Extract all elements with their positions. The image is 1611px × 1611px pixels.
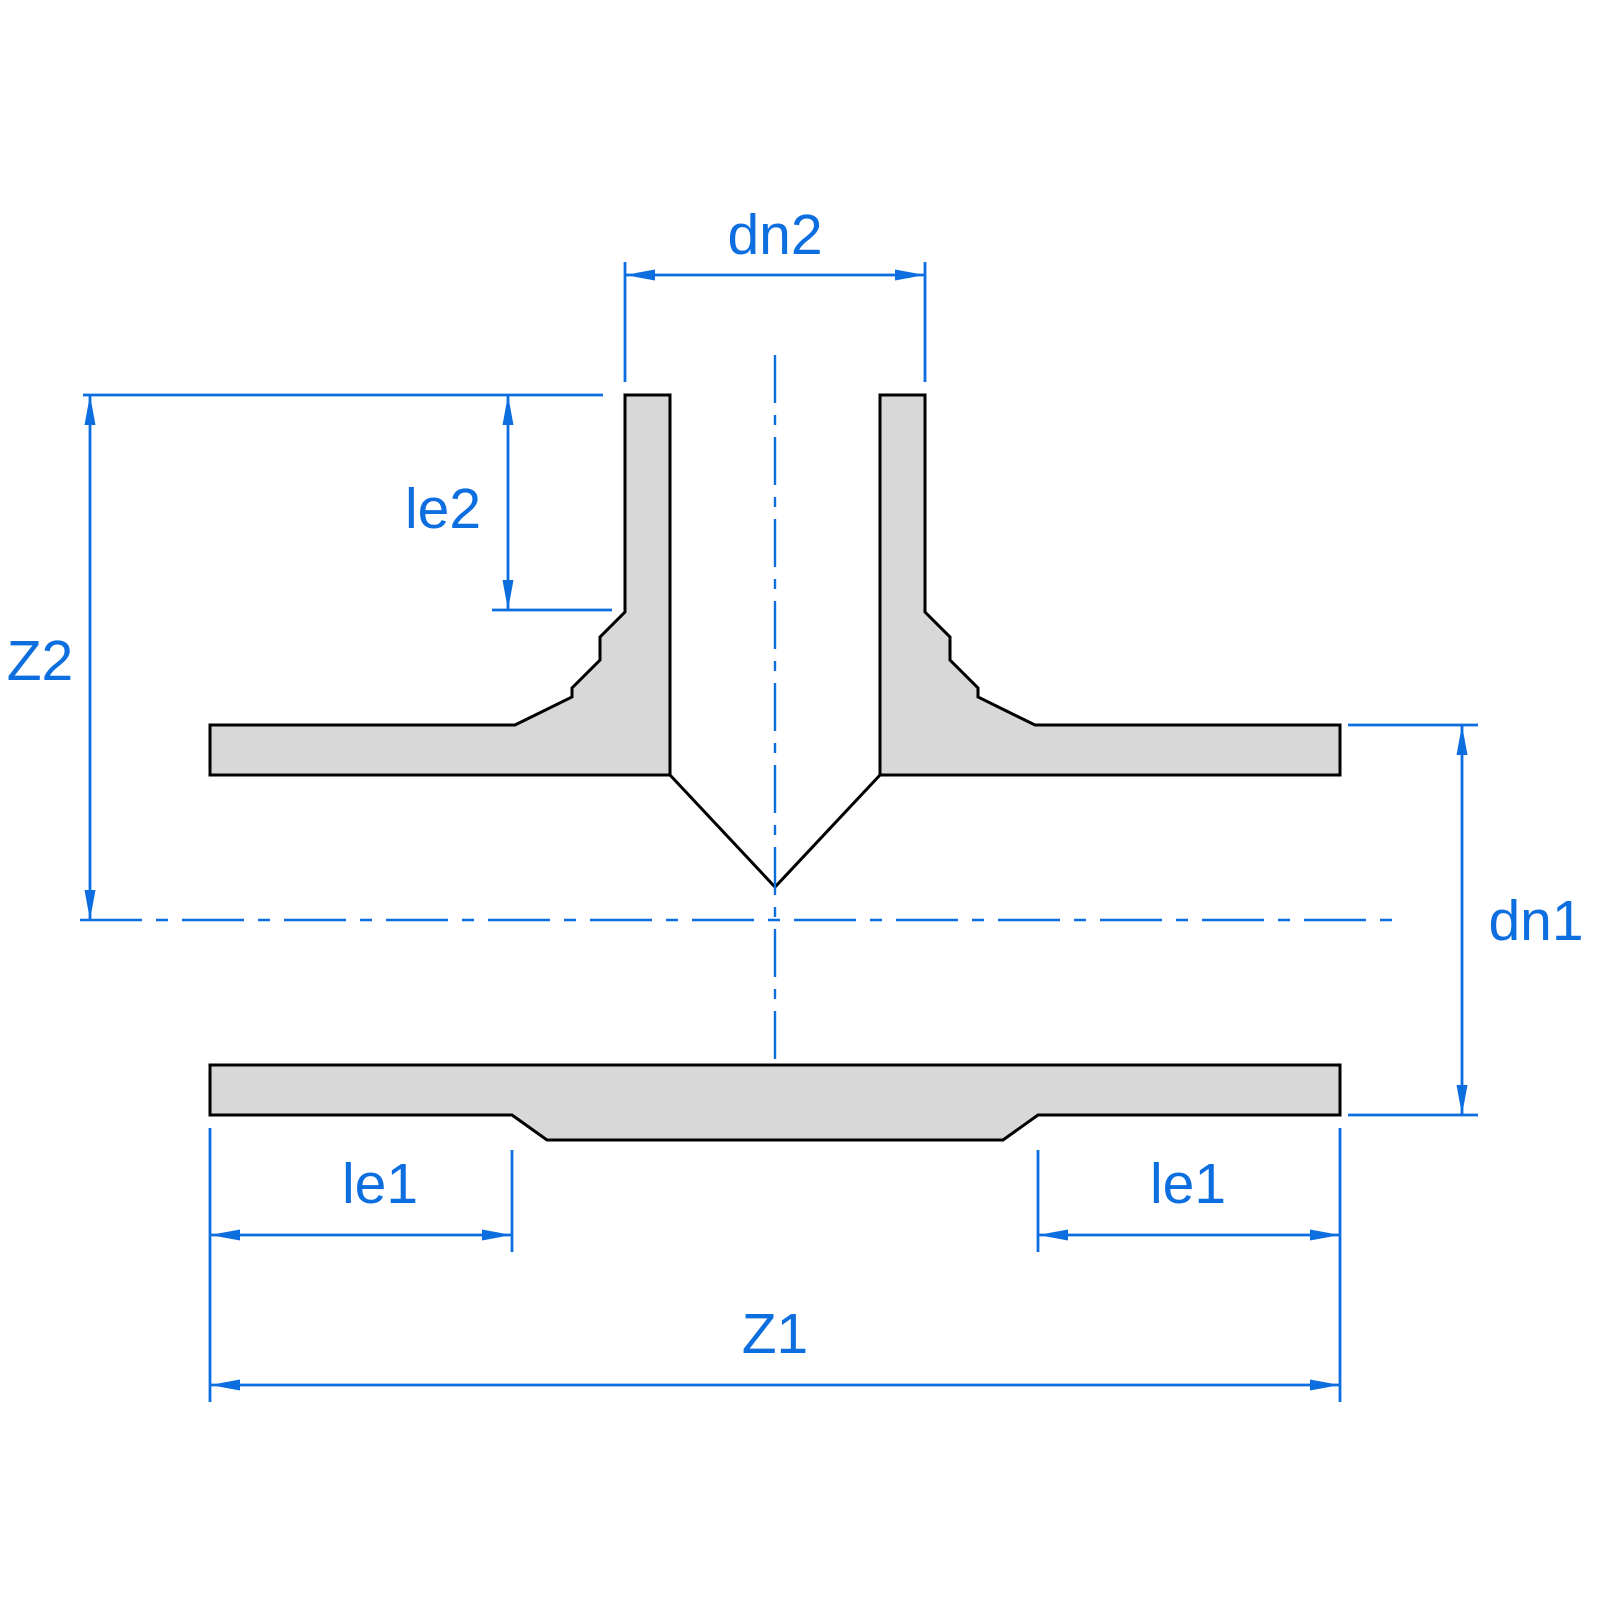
dim-label-dn2: dn2 [727,203,822,267]
dim-label-le1-right: le1 [1150,1152,1226,1216]
dim-label-le2: le2 [405,477,481,541]
tee-bottom-wall-section [208,1063,1342,1142]
dim-label-dn1: dn1 [1488,889,1583,953]
dim-label-z2: Z2 [7,629,74,693]
dim-label-z1: Z1 [742,1302,809,1366]
dim-label-le1-left: le1 [342,1152,418,1216]
tee-left-wall-section [208,393,672,777]
tee-right-wall-section [878,393,1342,777]
